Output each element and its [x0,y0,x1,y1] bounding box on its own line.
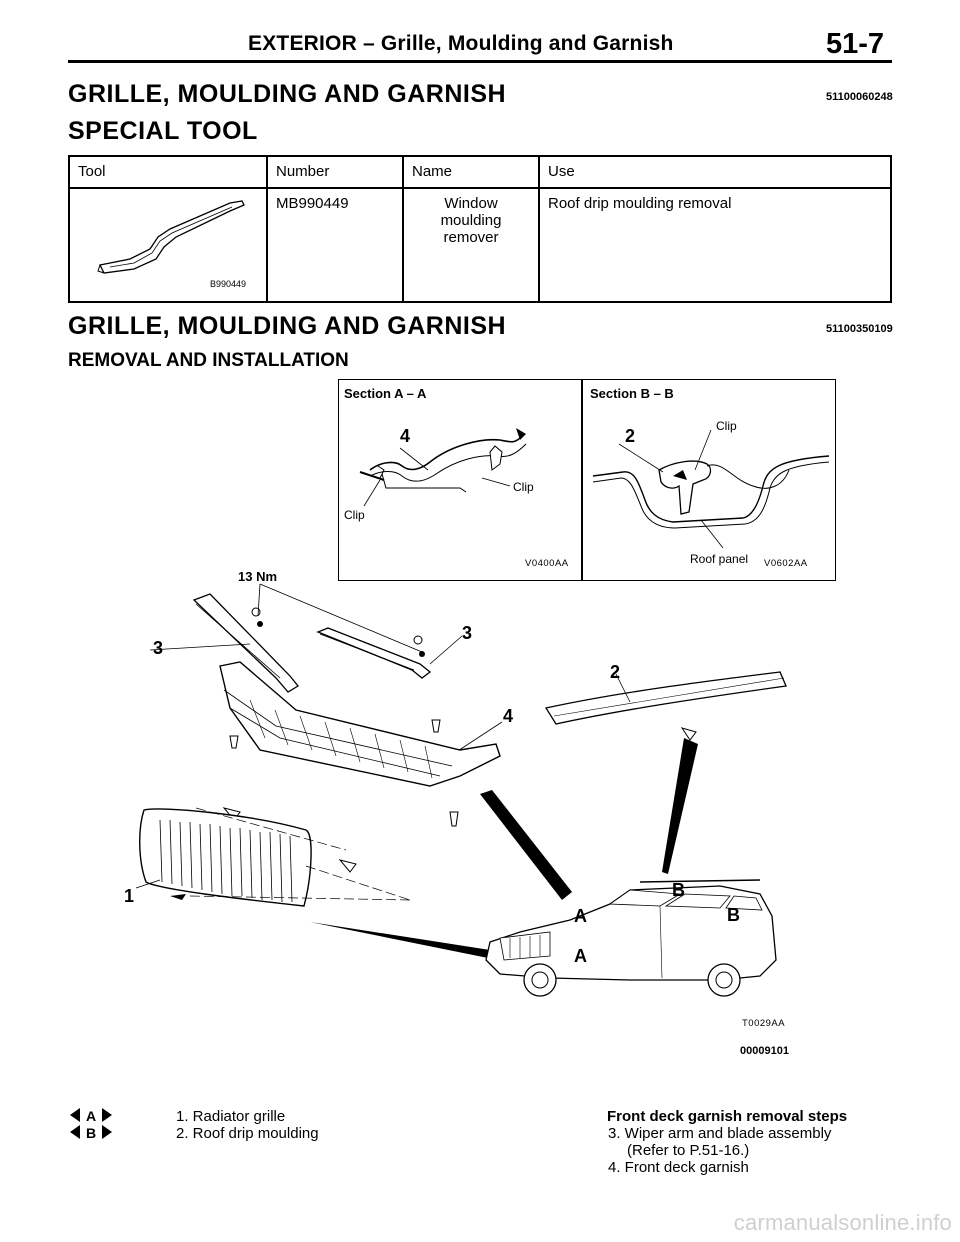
page-header-title: EXTERIOR – Grille, Moulding and Garnish [248,32,674,55]
legend-step-4: 4. Front deck garnish [608,1159,749,1176]
callout-1: 1 [124,886,135,906]
section-a-label: Section A – A [344,386,427,401]
col-header-use: Use [538,155,892,189]
tool-name: Window moulding remover [402,187,540,303]
legend-item-1: 1. Radiator grille [176,1108,286,1125]
torque-label: 13 Nm [238,569,278,584]
section-b-clip: Clip [716,419,737,433]
section-title: GRILLE, MOULDING AND GARNISH [68,80,507,108]
header-rule [68,60,892,63]
section-views-box [338,379,836,581]
col-header-tool: Tool [68,155,268,189]
section-b-code: V0602AA [764,558,808,569]
vehicle-figure-code: T0029AA [742,1018,786,1029]
section-views-divider [581,379,583,581]
watermark: carmanualsonline.info [733,1210,952,1235]
section-b-label: Section B – B [590,386,674,401]
tool-name-line2: remover [443,229,499,246]
mark-b: B [86,1125,96,1141]
section-a-drawing [359,428,527,507]
removal-installation-heading: REMOVAL AND INSTALLATION [68,350,349,371]
section-code: 51100060248 [826,91,893,103]
legend-step-3-ref: (Refer to P.51-16.) [627,1142,750,1159]
tool-code: B990449 [210,279,246,289]
section-title-2: GRILLE, MOULDING AND GARNISH [68,312,507,340]
section-b-callout-2: 2 [625,426,636,446]
tool-illustration-cell: B990449 [68,187,268,303]
page-number: 51-7 [826,28,885,60]
special-tool-table: Tool Number Name Use B990449 MB990449 Wi… [68,155,892,303]
section-a-clip-left: Clip [344,508,365,522]
legend-steps-title: Front deck garnish removal steps [607,1108,848,1125]
table-row: B990449 MB990449 Window moulding remover… [68,187,892,303]
mark-a: A [86,1108,96,1124]
callout-2: 2 [610,662,621,682]
window-moulding-remover-illustration: B990449 [97,200,246,289]
col-header-number: Number [266,155,404,189]
legend-marks: A B [70,1108,112,1147]
callout-a-bottom: A [574,946,587,966]
section-b-drawing [592,429,830,549]
section-a-callout-4: 4 [400,426,411,446]
legend-item-2: 2. Roof drip moulding [176,1125,319,1142]
special-tool-heading: SPECIAL TOOL [68,117,258,145]
callout-3-left: 3 [153,638,164,658]
figure-code: 00009101 [740,1045,789,1057]
tool-name-line1: Window moulding [440,195,502,229]
section-code-2: 51100350109 [826,323,893,335]
col-header-name: Name [402,155,540,189]
callout-b-right: B [727,905,740,925]
tool-number: MB990449 [266,187,404,303]
section-a-clip-right: Clip [513,480,534,494]
section-a-code: V0400AA [525,558,569,569]
callout-a-top: A [574,906,587,926]
section-b-roof-panel: Roof panel [690,552,749,566]
callout-4: 4 [503,706,514,726]
legend-step-3: 3. Wiper arm and blade assembly [608,1125,832,1142]
legend-right: Front deck garnish removal steps 3. Wipe… [607,1108,847,1176]
tool-use: Roof drip moulding removal [538,187,892,303]
table-header-row: Tool Number Name Use [68,155,892,189]
legend-left: 1. Radiator grille 2. Roof drip moulding [176,1108,319,1142]
exploded-view-drawing [135,583,787,997]
callout-b-top: B [672,880,685,900]
callout-3-right: 3 [462,623,473,643]
procedure-marks: A B [70,1108,112,1141]
